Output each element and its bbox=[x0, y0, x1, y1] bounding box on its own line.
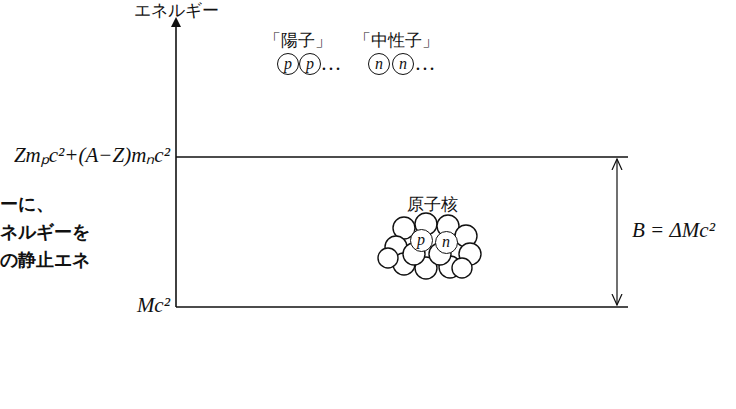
particle-symbol: n bbox=[399, 56, 407, 72]
proton-label: 「陽子」 bbox=[264, 31, 332, 50]
nucleus-cluster bbox=[378, 213, 481, 279]
particle-symbol: n bbox=[442, 234, 450, 250]
particle-circle: n bbox=[368, 53, 390, 75]
neutron-label: 「中性子」 bbox=[354, 31, 439, 50]
cut-off-text: ーに、 bbox=[0, 194, 54, 214]
binding-energy-formula: B = ΔMc² bbox=[632, 219, 715, 242]
particle-circle: p bbox=[410, 229, 433, 252]
energy-axis bbox=[175, 22, 177, 307]
level-formula: Mc² bbox=[137, 294, 170, 317]
cut-off-text: の静止エネ bbox=[0, 250, 90, 270]
ellipsis: … bbox=[322, 52, 341, 75]
particle-circle: n bbox=[392, 53, 414, 75]
level-formula: Zmₚc²+(A−Z)mₙc² bbox=[14, 144, 170, 167]
particle-symbol: p bbox=[306, 56, 314, 72]
particle-circle: p bbox=[299, 53, 321, 75]
particle-symbol: p bbox=[284, 56, 292, 72]
cut-off-text: ネルギーを bbox=[0, 222, 90, 242]
particle-circle: n bbox=[435, 231, 458, 254]
upper-level bbox=[176, 156, 628, 158]
particle-symbol: n bbox=[375, 56, 383, 72]
axis-label: エネルギー bbox=[134, 1, 219, 20]
binding-arrow bbox=[616, 159, 617, 305]
particle-symbol: p bbox=[417, 232, 425, 248]
nucleus-label: 原子核 bbox=[407, 195, 458, 214]
ellipsis: … bbox=[416, 52, 435, 75]
particle-circle: p bbox=[277, 53, 299, 75]
lower-level bbox=[176, 306, 628, 308]
